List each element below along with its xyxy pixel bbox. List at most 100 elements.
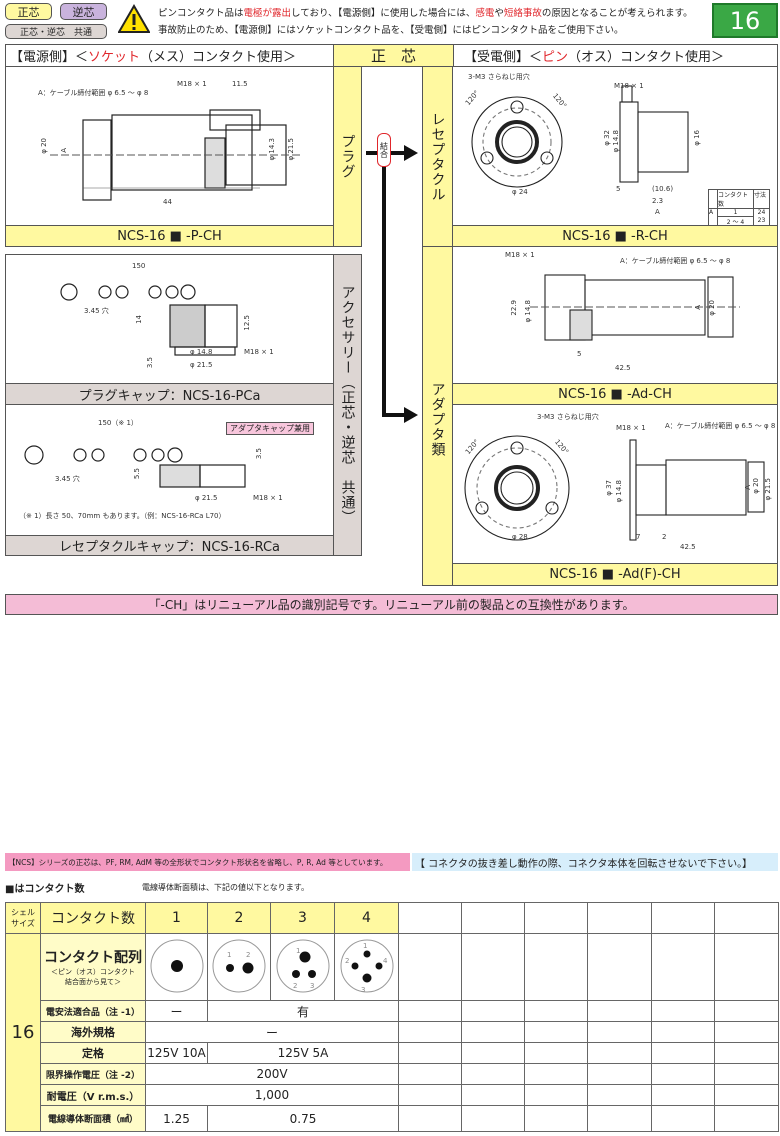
receptacle-dim: 5 <box>616 185 621 193</box>
withstand-value: 1,000 <box>145 1084 399 1106</box>
count-1: 1 <box>145 902 208 934</box>
svg-text:3: 3 <box>310 982 314 990</box>
row-label-wire: 電線導体断面積（㎟） <box>40 1105 146 1132</box>
spec-table: シェル サイズ コンタクト数 1 2 3 4 16 コンタクト配列＜ピン（オス）… <box>5 902 779 1132</box>
row-label-denan: 電安法適合品（注 -1） <box>40 1000 146 1022</box>
warning-icon <box>118 4 150 33</box>
denan-1: ー <box>145 1000 208 1022</box>
receptacle-dim: φ 32 <box>603 130 611 146</box>
receptacle-cap-dim: 150（※ 1） <box>98 419 138 427</box>
plug-cap-dim: 3.5 <box>146 357 154 369</box>
receptacle-dim: φ 14.8 <box>612 130 620 153</box>
receptacle-dim: 2.3 <box>652 197 664 205</box>
receptacle-model: NCS-16 ■ -R-CH <box>452 225 778 247</box>
page-number: 16 <box>712 3 778 38</box>
receptacle-cap-drawing <box>24 445 246 488</box>
plug-cap-dim: 14 <box>135 315 143 324</box>
plug-cable-range: A：ケーブル締付範囲 φ 6.5 〜 φ 8 <box>38 89 149 97</box>
rating-1: 125V 10A <box>145 1042 208 1064</box>
receptacle-dim: φ 24 <box>512 188 528 196</box>
receptacle-screw-note: 3-M3 さらねじ用穴 <box>468 73 530 81</box>
row-label-limit-voltage: 限界操作電圧（注 -2） <box>40 1063 146 1085</box>
adapter-thread: M18 × 1 <box>505 251 535 259</box>
contact-array-label: コンタクト配列＜ピン（オス）コンタクト結合面から見て＞ <box>40 933 146 1001</box>
adapter-dim: φ 14.8 <box>524 300 532 323</box>
svg-text:1: 1 <box>296 947 300 955</box>
adapter-model: NCS-16 ■ -Ad-CH <box>452 383 778 405</box>
column-label-receptacle: レセプタクル <box>422 66 453 247</box>
column-label-adapter: アダプタ類 <box>422 246 453 586</box>
section-seishin: 正 芯 <box>333 44 454 67</box>
adapter-f-dim: 42.5 <box>680 543 696 551</box>
receptacle-cap-dim: 5.5 <box>133 468 141 480</box>
svg-text:2: 2 <box>345 957 349 965</box>
svg-text:4: 4 <box>383 957 388 965</box>
contact-count-header: コンタクト数 <box>40 902 146 934</box>
plug-cap-dim: M18 × 1 <box>244 348 274 356</box>
section-power-side: 【電源側】＜ソケット（メス）コンタクト使用＞ <box>5 44 334 67</box>
adapter-f-dim: φ 20 <box>752 478 760 494</box>
count-3: 3 <box>270 902 335 934</box>
note-seishin: 【NCS】シリーズの正芯は、PF, RM, AdM 等の全形状でコンタクト形状名… <box>5 853 410 871</box>
plug-cap-dim: 150 <box>132 262 146 270</box>
section-receiving-side: 【受電側】＜ピン（オス）コンタクト使用＞ <box>453 44 778 67</box>
adapter-dim: 5 <box>577 350 582 358</box>
mate-arrows <box>366 145 418 423</box>
adapter-f-drawing <box>464 435 765 541</box>
adapter-dim: 22.9 <box>510 300 518 316</box>
svg-text:2: 2 <box>246 951 250 959</box>
plug-dim: φ 20 <box>40 138 48 154</box>
receptacle-dim: (10.6) <box>652 185 674 193</box>
receptacle-dim: φ 16 <box>693 130 701 146</box>
receptacle-dim: A <box>655 208 660 216</box>
rating-rest: 125V 5A <box>207 1042 399 1064</box>
adapter-f-model: NCS-16 ■ -Ad(F)-CH <box>452 563 778 586</box>
note-rotation: 【 コネクタの抜き差し動作の際、コネクタ本体を回転させないで下さい。】 <box>412 853 778 871</box>
shell-size-value: 16 <box>5 933 41 1132</box>
plug-cap-dim: 12.5 <box>243 315 251 331</box>
plug-cap-dim: φ 21.5 <box>190 361 213 369</box>
receptacle-cap-note: （※ 1）長さ 50、70mm もあります。（例：NCS-16-RCa L70） <box>19 512 226 520</box>
adapter-f-dim: φ 21.5 <box>764 478 772 501</box>
renewal-notice: 「-CH」はリニューアル品の識別記号です。リニューアル前の製品との互換性がありま… <box>5 594 778 615</box>
row-label-overseas: 海外規格 <box>40 1021 146 1043</box>
row-label-rating: 定格 <box>40 1042 146 1064</box>
plug-cap-model: プラグキャップ：NCS-16-PCa <box>5 383 334 405</box>
plug-drawing <box>50 109 300 201</box>
badge-seishin: 正芯 <box>5 3 52 20</box>
svg-text:3: 3 <box>361 986 365 994</box>
plug-cap-drawing <box>60 283 238 356</box>
plug-dim: φ 14.3 <box>268 138 276 161</box>
plug-dim: φ 21.5 <box>287 138 295 161</box>
adapter-f-thread: M18 × 1 <box>616 424 646 432</box>
adapter-dim: A <box>694 305 702 310</box>
mate-label: 結合 <box>377 133 391 167</box>
svg-text:1: 1 <box>227 951 231 959</box>
receptacle-cap-tag: アダプタキャップ兼用 <box>226 422 314 435</box>
contact-count-note: ■はコンタクト数 <box>5 884 85 895</box>
column-label-accessory: アクセサリー（正芯・逆芯 共通） <box>333 254 362 556</box>
badge-gyakushin: 逆芯 <box>60 3 107 20</box>
plug-cap-dim: 3.45 穴 <box>84 307 109 315</box>
adapter-dim: 42.5 <box>615 364 631 372</box>
adapter-f-dim: A <box>744 485 752 490</box>
adapter-f-cable-range: A：ケーブル締付範囲 φ 6.5 〜 φ 8 <box>665 422 776 430</box>
wire-1: 1.25 <box>145 1105 208 1132</box>
wire-note: 電線導体断面積は、下記の値以下となります。 <box>142 883 309 892</box>
adapter-drawing <box>530 274 740 341</box>
overseas-value: ー <box>145 1021 399 1043</box>
denan-rest: 有 <box>207 1000 399 1022</box>
receptacle-cap-dim: 3.45 穴 <box>55 475 80 483</box>
receptacle-cap-dim: φ 21.5 <box>195 494 218 502</box>
count-2: 2 <box>207 902 271 934</box>
plug-cap-dim: φ 14.8 <box>190 348 213 356</box>
row-label-withstand: 耐電圧（V r.m.s.） <box>40 1084 146 1106</box>
contact-array-3: 1 2 3 <box>270 933 335 1001</box>
adapter-f-dim: φ 37 <box>605 480 613 496</box>
plug-dim: 44 <box>163 198 172 206</box>
column-label-plug: プラグ <box>333 66 362 247</box>
svg-text:2: 2 <box>293 982 297 990</box>
